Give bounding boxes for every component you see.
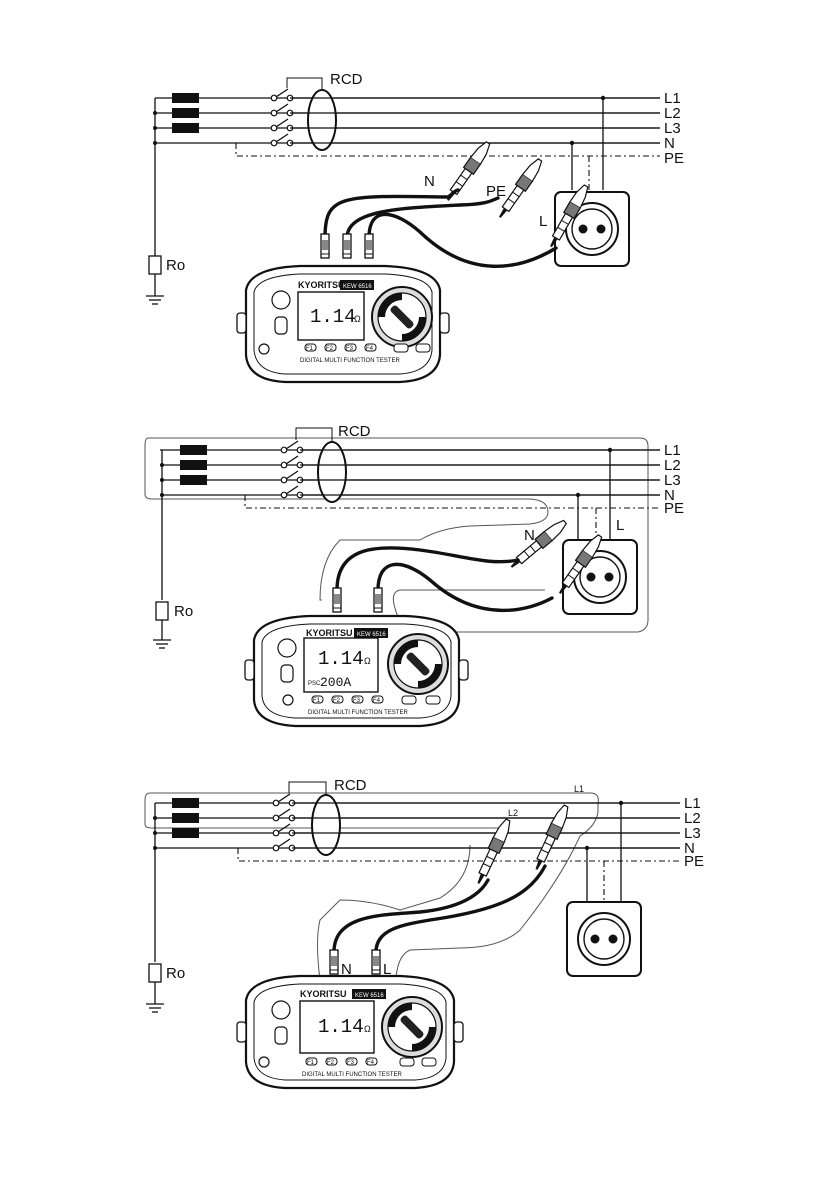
brand-label: KYORITSU: [306, 628, 353, 638]
button-f4: F4: [366, 346, 374, 352]
rcd-label: RCD: [330, 71, 363, 88]
button-f3: F3: [353, 698, 361, 704]
panel-text: DIGITAL MULTI FUNCTION TESTER: [300, 358, 400, 364]
instrument-2: KYORITSU KEW 6516 1.14 Ω PSC 200A F1 F2 …: [245, 616, 468, 726]
psc-value: 200A: [320, 675, 351, 690]
instrument-3: KYORITSU KEW 6516 1.14 Ω F1 F2 F3 F4 DIG…: [237, 976, 463, 1088]
diagram-2: RCD Ro L1 L2 L3 N PE N L KYORITSU: [145, 423, 684, 726]
lcd-unit: Ω: [364, 1024, 371, 1034]
lcd-unit: Ω: [364, 656, 371, 666]
button-f1: F1: [307, 1060, 315, 1066]
panel-text: DIGITAL MULTI FUNCTION TESTER: [302, 1072, 402, 1078]
probe-label-l: L: [539, 213, 547, 230]
label-pe: PE: [664, 500, 684, 517]
button-f2: F2: [327, 1060, 335, 1066]
button-f1: F1: [306, 346, 314, 352]
model-label: KEW 6516: [357, 632, 386, 638]
probe-label-n: N: [524, 527, 535, 544]
probe-label-l2: L2: [508, 808, 518, 818]
rcd-label: RCD: [334, 777, 367, 794]
button-f3: F3: [347, 1060, 355, 1066]
button-f2: F2: [333, 698, 341, 704]
ro-label: Ro: [174, 603, 193, 620]
model-label: KEW 6516: [343, 284, 372, 290]
rcd-label: RCD: [338, 423, 371, 440]
button-f1: F1: [313, 698, 321, 704]
button-f2: F2: [326, 346, 334, 352]
diagram-1: RCD Ro L1 L2 L3 N PE N PE L: [146, 71, 684, 382]
instrument-1: KYORITSU KEW 6516 1.14 Ω F1 F2 F3 F4 D: [237, 266, 449, 382]
ro-label: Ro: [166, 965, 185, 982]
probe-label-n: N: [424, 173, 435, 190]
lcd-reading: 1.14: [310, 306, 356, 328]
probe-label-l: L: [616, 517, 624, 534]
lcd-unit: Ω: [354, 314, 361, 324]
model-label: KEW 6516: [355, 993, 384, 999]
diagram-3: RCD Ro L1 L2 L3 N PE L1 L2 N L: [145, 777, 704, 1088]
label-pe: PE: [664, 150, 684, 167]
rcd-1: RCD: [287, 71, 660, 150]
lcd-reading: 1.14: [318, 648, 364, 670]
ro-label: Ro: [166, 257, 185, 274]
button-f4: F4: [367, 1060, 375, 1066]
brand-label: KYORITSU: [298, 280, 345, 290]
button-f4: F4: [373, 698, 381, 704]
probe-label-l1: L1: [574, 784, 584, 794]
brand-label: KYORITSU: [300, 989, 347, 999]
label-pe: PE: [684, 853, 704, 870]
panel-text: DIGITAL MULTI FUNCTION TESTER: [308, 710, 408, 716]
lcd-reading: 1.14: [318, 1016, 364, 1038]
button-f3: F3: [346, 346, 354, 352]
